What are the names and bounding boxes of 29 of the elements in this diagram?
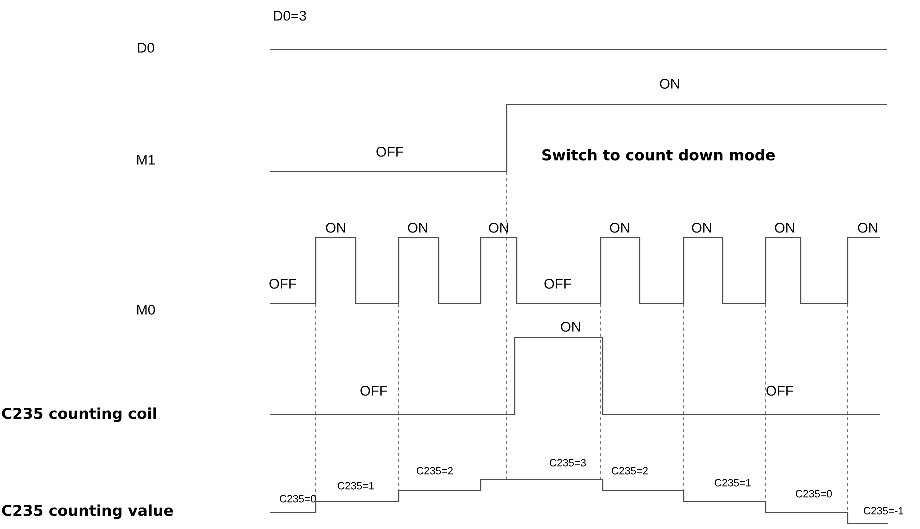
value-label: C235=1 — [715, 479, 751, 487]
state-label: ON — [858, 223, 878, 233]
value-label: C235=3 — [550, 459, 586, 467]
state-label: ON — [692, 223, 712, 233]
value-label: C235=0 — [796, 490, 832, 498]
signal-name: D0 — [138, 43, 154, 53]
state-label: ON — [561, 322, 580, 332]
value-label: C235=1 — [338, 482, 374, 490]
state-label: ON — [610, 223, 630, 233]
state-label: OFF — [270, 279, 296, 289]
state-label: ON — [775, 223, 794, 233]
value-label: C235=-1 — [864, 507, 904, 515]
value-label: C235=0 — [280, 495, 316, 503]
state-label: ON — [326, 223, 346, 233]
signal-name: M1 — [137, 155, 156, 165]
state-label: ON — [408, 223, 428, 233]
signal-name: C235 counting value — [2, 504, 174, 520]
value-label: C235=2 — [612, 467, 648, 475]
state-label: ON — [489, 223, 508, 233]
signal-name: M0 — [137, 305, 156, 315]
value-label: C235=2 — [417, 467, 453, 475]
state-label: OFF — [766, 386, 794, 396]
state-label: OFF — [376, 147, 404, 157]
state-label: OFF — [544, 279, 572, 289]
note-text: Switch to count down mode — [542, 149, 775, 161]
state-label: ON — [660, 79, 680, 89]
signal-name: C235 counting coil — [2, 408, 156, 422]
state-label: D0=3 — [274, 11, 306, 21]
state-label: OFF — [360, 386, 388, 396]
